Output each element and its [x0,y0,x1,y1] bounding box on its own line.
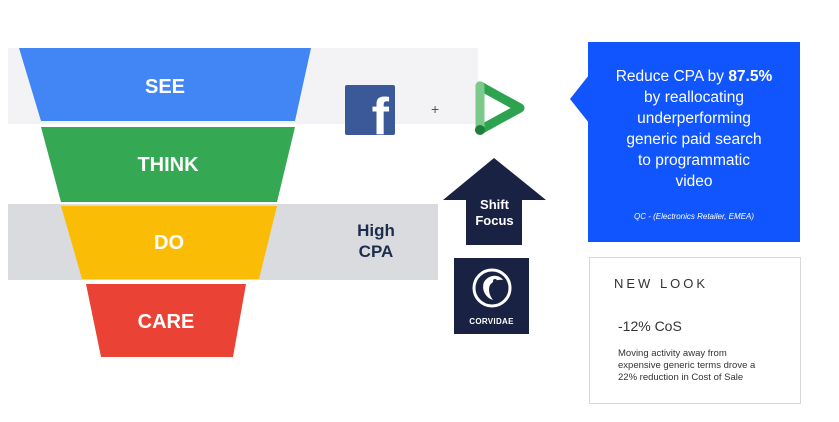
high-cpa-line1: High [357,221,395,240]
new-look-metric: -12% CoS [618,318,682,334]
funnel-stage-do [61,206,277,279]
cpa-reduction-callout: Reduce CPA by 87.5% by reallocating unde… [588,42,800,242]
callout-line5: to programmatic [638,152,750,169]
callout-line4: generic paid search [626,131,762,148]
funnel-label-do: DO [154,232,184,254]
callout-line2: by reallocating [644,89,744,106]
high-cpa-line2: CPA [358,242,394,261]
callout-highlight: 87.5% [728,68,773,85]
funnel-stage-care [86,284,246,357]
facebook-icon: f [345,85,395,135]
funnel-label-care: CARE [138,311,195,333]
funnel-label-think: THINK [137,154,199,176]
new-look-desc-line1: Moving activity away from [618,348,727,359]
corvidae-label: CORVIDAE [469,317,514,326]
callout-line3: underperforming [637,110,751,127]
funnel-stage-see [19,48,311,121]
new-look-card: NEW LOOK -12% CoS Moving activity away f… [589,257,801,404]
shift-focus-arrow-icon [443,158,546,245]
corvidae-logo: CORVIDAE [454,258,529,334]
new-look-brand: NEW LOOK [614,276,709,291]
callout-line6: video [675,173,713,190]
callout-line1: Reduce CPA by 87.5% [598,66,790,87]
facebook-letter: f [371,88,389,135]
callout-prefix: Reduce CPA by [615,68,729,85]
high-cpa-label: High CPA [336,220,416,262]
shift-focus-line1: Shift [480,197,509,212]
new-look-desc-line2: expensive generic terms drove a [618,360,756,371]
new-look-desc-line3: 22% reduction in Cost of Sale [618,372,744,383]
shift-focus-line2: Focus [475,213,514,228]
crow-icon [472,268,512,308]
callout-source: QC - (Electronics Retailer, EMEA) [633,212,755,221]
new-look-description: Moving activity away from expensive gene… [618,348,793,384]
plus-sign: + [431,101,440,117]
callout-pointer [570,75,589,123]
callout-text: Reduce CPA by 87.5% by reallocating unde… [598,66,790,192]
marketing-funnel: SEE THINK DO CARE [19,48,311,357]
shift-focus-label: Shift Focus [467,197,522,229]
funnel-stage-think [41,127,295,202]
funnel-label-see: SEE [145,76,185,98]
display-video-icon [475,81,525,135]
